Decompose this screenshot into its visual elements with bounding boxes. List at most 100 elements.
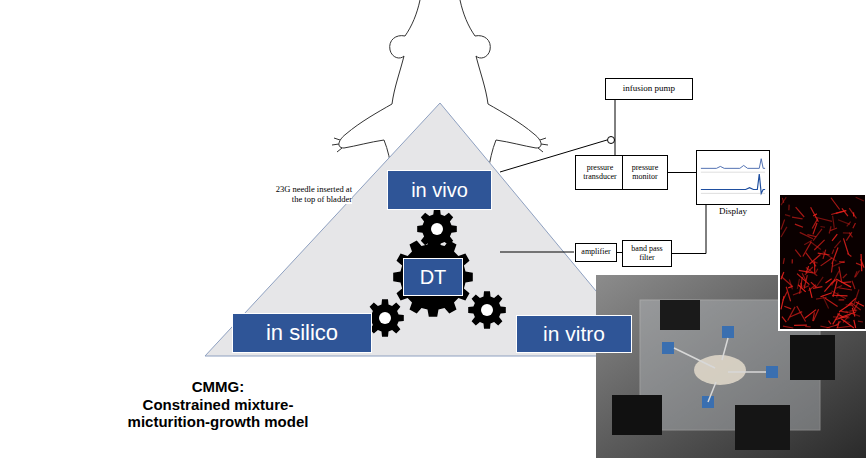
fibre-stroke — [833, 281, 837, 297]
fibre-stroke — [803, 242, 811, 257]
gear-icon — [468, 291, 506, 329]
fibre-stroke — [800, 232, 813, 238]
device-box: amplifier — [575, 243, 617, 262]
fibre-stroke — [805, 267, 813, 275]
fibre-stroke — [853, 223, 856, 228]
fibre-stroke — [839, 299, 845, 300]
fibre-stroke — [811, 282, 816, 287]
model-name: Constrained mixture-micturition-growth m… — [113, 396, 323, 430]
gear-group — [366, 209, 506, 337]
fibre-stroke — [831, 291, 845, 299]
fibre-stroke — [842, 208, 848, 216]
fibre-stroke — [810, 242, 820, 250]
device-box: infusion pump — [605, 78, 693, 100]
fibre-stroke — [833, 313, 840, 325]
fibre-stroke — [858, 321, 863, 323]
fibre-stroke — [843, 274, 847, 278]
fibre-stroke — [832, 234, 837, 241]
fibre-stroke — [796, 207, 805, 217]
fibre-stroke — [794, 325, 807, 326]
fibre-stroke — [810, 288, 813, 298]
fibre-stroke — [783, 291, 787, 300]
fibre-stroke — [797, 279, 799, 289]
model-title: CMMG: — [113, 378, 323, 395]
gear-icon — [393, 237, 473, 317]
fibre-stroke — [834, 241, 840, 249]
tubing — [500, 137, 615, 253]
box-label: infusion pump — [623, 84, 675, 94]
domain-box: in vivo — [387, 170, 492, 210]
gear-hole — [481, 304, 493, 316]
fibre-stroke — [804, 275, 807, 288]
signal-wire — [615, 100, 616, 155]
fibre-stroke — [784, 306, 791, 309]
annotation-note: 23G needle inserted at the top of bladde… — [270, 184, 352, 204]
fibre-stroke — [805, 326, 810, 328]
fibre-stroke — [836, 286, 842, 289]
fibre-stroke — [833, 216, 835, 228]
fibre-stroke — [814, 262, 815, 274]
fibre-stroke — [821, 258, 833, 266]
fibre-stroke — [783, 326, 793, 328]
box-label: pressure monitor — [625, 164, 665, 182]
fibre-stroke — [813, 287, 822, 289]
fibre-stroke — [825, 298, 838, 306]
fibre-stroke — [792, 259, 793, 263]
fibre-stroke — [849, 208, 856, 218]
fibre-stroke — [785, 215, 790, 216]
fibre-stroke — [810, 254, 821, 264]
device-box: pressure monitor — [622, 155, 668, 190]
fibre-stroke — [795, 250, 801, 257]
fibre-stroke — [827, 325, 839, 328]
fibre-stroke — [829, 226, 831, 233]
fibre-stroke — [795, 224, 803, 227]
fibre-stroke — [855, 271, 858, 277]
fibre-stroke — [786, 287, 790, 301]
fibre-stroke — [836, 326, 851, 328]
fibre-stroke — [846, 311, 861, 316]
fibre-stroke — [849, 233, 852, 238]
fibre-stroke — [783, 258, 784, 264]
fibre-stroke — [805, 310, 816, 319]
fibre-stroke — [861, 259, 864, 268]
box-label: pressure transducer — [578, 164, 622, 182]
twin-box: DT — [403, 258, 463, 296]
box-label: in vitro — [543, 322, 605, 345]
fibre-stroke — [800, 277, 803, 294]
fibre-stroke — [832, 271, 839, 286]
box-label: amplifier — [581, 248, 610, 257]
fibre-stroke — [838, 220, 850, 225]
fibre-stroke — [832, 247, 838, 263]
fibre-stroke — [843, 238, 848, 254]
box-label: in vivo — [411, 179, 468, 201]
device-box: pressure transducer — [575, 155, 625, 190]
fibre-stroke — [781, 272, 784, 279]
signal-plot — [697, 151, 769, 204]
apparatus-photo — [596, 275, 866, 458]
fibre-stroke — [815, 269, 818, 274]
fibre-stroke — [803, 285, 805, 289]
fibre-stroke — [804, 286, 809, 288]
fibre-stroke — [847, 222, 851, 227]
fibre-stroke — [820, 226, 825, 228]
fibre-stroke — [855, 270, 859, 277]
signal-wire — [672, 205, 706, 254]
fibre-stroke — [829, 321, 832, 325]
gear-hole — [379, 312, 391, 324]
fibre-stroke — [841, 319, 854, 328]
fibre-stroke — [830, 228, 837, 231]
fibre-stroke — [815, 277, 823, 288]
fibre-stroke — [832, 261, 844, 267]
fibre-stroke — [846, 304, 853, 306]
fibre-stroke — [856, 197, 864, 201]
fibre-stroke — [781, 219, 785, 229]
gear-icon — [417, 209, 457, 249]
display-screen: Display — [696, 150, 770, 205]
fibre-stroke — [813, 261, 818, 263]
fibre-stroke — [831, 263, 832, 273]
device-box: band pass filter — [622, 240, 672, 267]
fibre-stroke — [846, 232, 852, 240]
gear-hole — [431, 223, 443, 235]
